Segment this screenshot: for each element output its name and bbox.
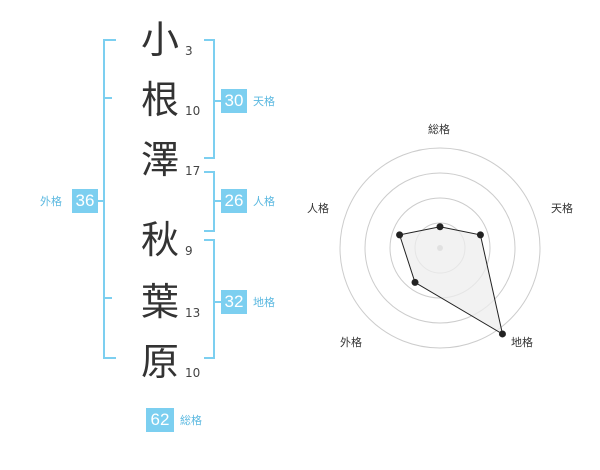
jinkaku-value: 26 [221, 189, 247, 213]
stroke-count-1: 3 [185, 44, 193, 58]
name-char-3: 澤 [140, 138, 179, 182]
radar-point-4 [411, 278, 419, 286]
radar-ring-4 [339, 147, 541, 349]
name-char-2: 根 [140, 78, 179, 122]
tenkaku-label: 天格 [253, 95, 275, 108]
chikaku-bracket [204, 239, 215, 359]
gaikaku-bracket [103, 39, 116, 359]
stroke-count-4: 9 [185, 244, 193, 258]
radar-ring-3 [364, 172, 516, 324]
radar-label-jinkaku: 人格 [307, 202, 329, 215]
name-char-4: 秋 [140, 218, 179, 262]
stroke-count-5: 13 [185, 306, 201, 320]
chikaku-value: 32 [221, 290, 247, 314]
radar-label-gaikaku: 外格 [340, 336, 362, 349]
chikaku-label: 地格 [253, 296, 275, 309]
tenkaku-bracket [204, 39, 215, 159]
gaikaku-label: 外格 [40, 195, 62, 208]
jinkaku-label: 人格 [253, 195, 275, 208]
stroke-count-6: 10 [185, 366, 201, 380]
soukaku-label: 総格 [180, 414, 202, 427]
stroke-count-3: 17 [185, 164, 201, 178]
radar-label-chikaku: 地格 [511, 336, 533, 349]
radar-point-3 [498, 330, 506, 338]
radar-label-tenkaku: 天格 [551, 202, 573, 215]
gaikaku-value: 36 [72, 189, 98, 213]
tenkaku-value: 30 [221, 89, 247, 113]
name-char-6: 原 [140, 340, 179, 384]
radar-point-5 [396, 231, 404, 239]
radar-point-1 [436, 223, 444, 231]
stroke-count-2: 10 [185, 104, 201, 118]
name-char-5: 葉 [140, 280, 179, 324]
name-char-1: 小 [140, 18, 179, 62]
radar-polygon [398, 226, 504, 336]
radar-label-soukaku: 総格 [428, 123, 450, 136]
radar-ring-2 [389, 197, 491, 299]
radar-point-2 [476, 231, 484, 239]
soukaku-value: 62 [146, 408, 174, 432]
